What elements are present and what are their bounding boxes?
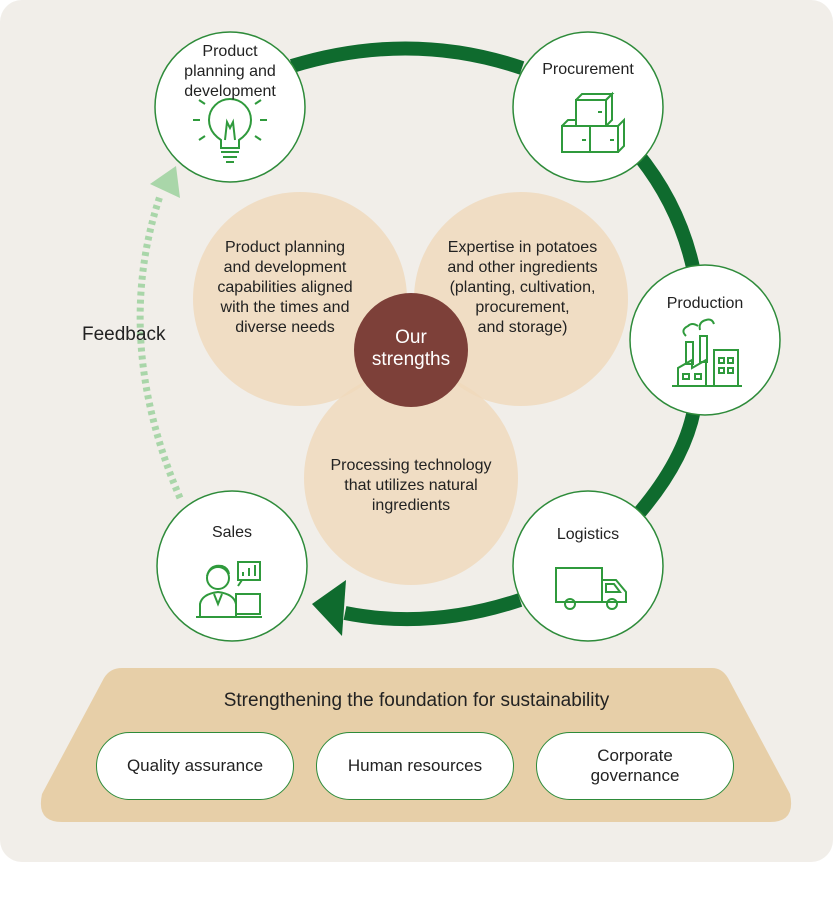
arrow-procurement-to-production bbox=[630, 147, 701, 274]
step-label-production: Production bbox=[666, 295, 744, 312]
arrow-planning-to-procurement bbox=[289, 41, 525, 75]
pill-human-resources: Human resources bbox=[316, 732, 514, 800]
pill-quality-assurance: Quality assurance bbox=[96, 732, 294, 800]
step-circle-planning bbox=[154, 31, 306, 183]
arrow-head-to-sales bbox=[312, 580, 346, 636]
pill-corporate-governance: Corporate governance bbox=[536, 732, 734, 800]
step-label-logistics: Logistics bbox=[556, 526, 620, 543]
strength-circle-planning bbox=[193, 192, 407, 406]
strength-label-planning: Product planning and development capabil… bbox=[217, 239, 353, 336]
strengths-center-label: Our strengths bbox=[371, 327, 451, 370]
step-circle-procurement bbox=[512, 31, 664, 183]
step-circle-production bbox=[629, 264, 781, 416]
step-label-sales: Sales bbox=[211, 524, 253, 541]
arrow-feedback-head bbox=[150, 166, 180, 198]
step-label-planning: Product planning and development bbox=[184, 43, 276, 100]
arrow-feedback bbox=[136, 194, 184, 500]
step-circles bbox=[154, 31, 781, 642]
strengths-center-circle bbox=[354, 293, 468, 407]
step-circle-sales bbox=[156, 490, 308, 642]
truck-icon bbox=[555, 567, 627, 610]
feedback-label: Feedback bbox=[82, 324, 166, 345]
boxes-icon bbox=[561, 91, 625, 153]
step-circle-logistics bbox=[512, 490, 664, 642]
lightbulb-icon bbox=[193, 98, 267, 163]
strength-label-processing: Processing technology that utilizes natu… bbox=[330, 457, 492, 514]
strength-circles bbox=[193, 192, 628, 585]
salesperson-icon bbox=[196, 561, 262, 618]
arrow-logistics-to-sales bbox=[343, 593, 523, 627]
factory-icon bbox=[672, 318, 742, 387]
foundation-title: Strengthening the foundation for sustain… bbox=[223, 690, 610, 711]
strength-circle-processing bbox=[304, 371, 518, 585]
step-label-procurement: Procurement bbox=[542, 61, 634, 78]
arrow-production-to-logistics bbox=[634, 408, 701, 517]
strength-label-ingredients: Expertise in potatoes and other ingredie… bbox=[447, 239, 598, 336]
